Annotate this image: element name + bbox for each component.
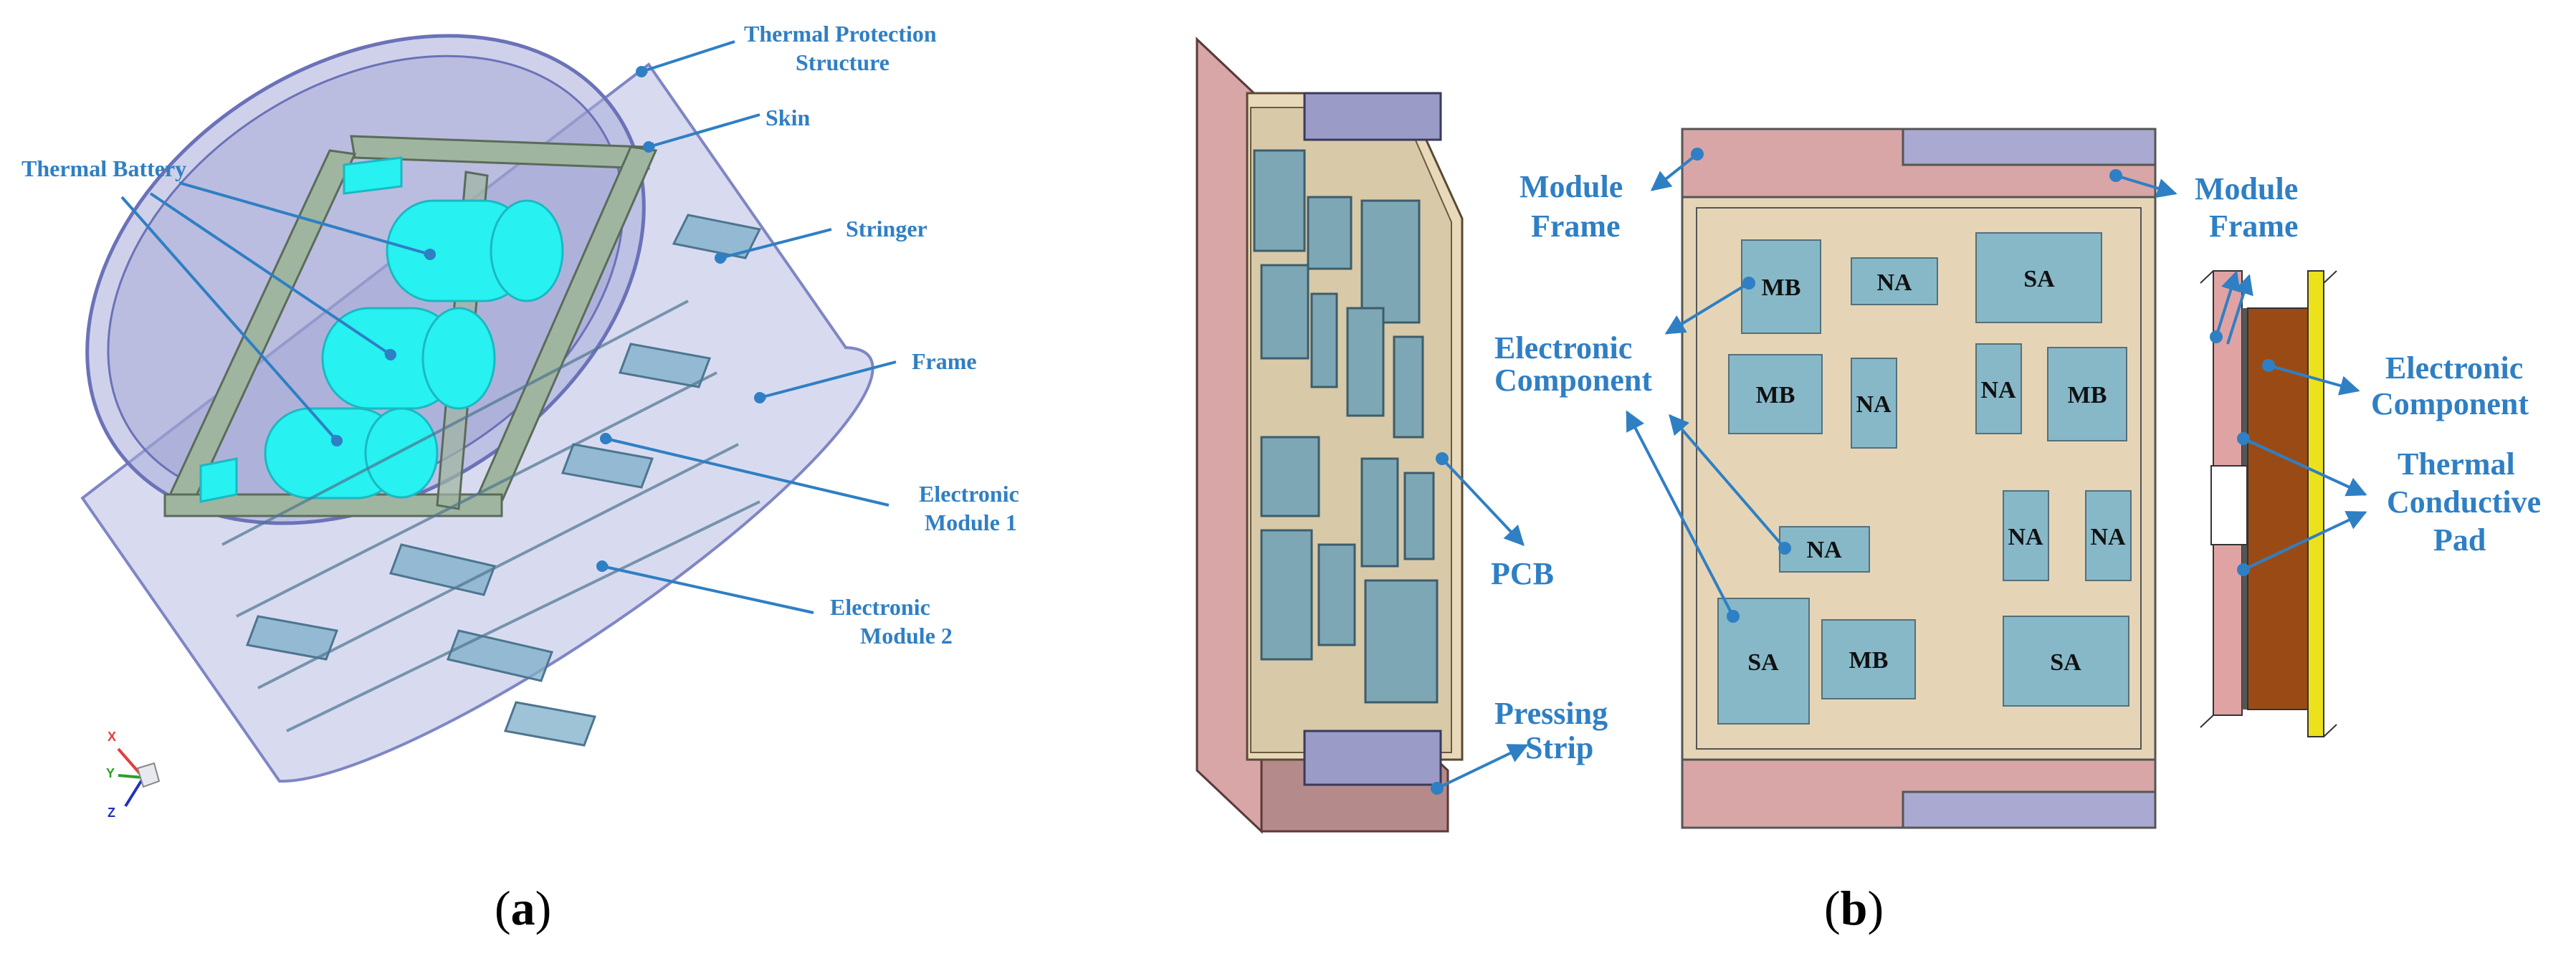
stringer-rails (221, 300, 760, 732)
component-label-na-2: NA (1856, 391, 1892, 418)
label-pressing-strip-line1: Pressing (1494, 696, 1608, 731)
component-mb-3 (2047, 347, 2127, 441)
caption-b: (b) (1824, 881, 1884, 935)
panel-b-module-3d: PCB Pressing Strip (1196, 37, 1608, 834)
electronic-modules (245, 214, 762, 747)
label-electronic-component-right-line2: Component (2371, 386, 2529, 421)
pressing-strip-top-view-top (1902, 128, 2157, 166)
pcb-3d-components (1253, 149, 1439, 704)
label-module-frame-left-line2: Frame (1531, 209, 1621, 244)
component-mb-1 (1741, 239, 1821, 334)
component-label-na-3: NA (1980, 377, 2016, 403)
label-electronic-module-2-line2: Module 2 (860, 623, 953, 649)
component-sa-3 (2003, 616, 2129, 707)
component-label-sa-2: SA (1747, 649, 1779, 676)
component-label-na-5: NA (2008, 524, 2043, 550)
label-pcb: PCB (1491, 556, 1554, 591)
label-module-frame-right-line2: Frame (2209, 209, 2299, 244)
component-na-6 (2085, 490, 2132, 581)
label-thermal-pad-line2: Conductive (2387, 484, 2541, 520)
panel-b-side-section: Module Frame Electronic Component Therma… (1824, 171, 2541, 935)
label-thermal-pad-line1: Thermal (2398, 446, 2515, 482)
label-frame: Frame (912, 348, 977, 374)
caption-a: (a) (495, 881, 551, 935)
label-pressing-strip-line2: Strip (1525, 730, 1593, 765)
panel-b-top-leaders (1626, 153, 2177, 617)
panel-b-3d-dots (1431, 452, 1449, 795)
board-component-labels: MB NA SA MB NA NA MB NA NA NA SA MB SA (1747, 266, 2126, 676)
axis-y-label: Y (106, 766, 115, 780)
board-components (1717, 232, 2132, 725)
label-electronic-component-left-line2: Component (1494, 363, 1652, 398)
label-skin: Skin (765, 105, 810, 130)
axis-x-label: X (108, 730, 116, 744)
pressing-strip-bottom (1303, 730, 1442, 786)
component-na-1 (1851, 257, 1938, 305)
component-label-sa-1: SA (2023, 266, 2055, 292)
panel-a-leader-dots (331, 66, 765, 572)
panel-a-leader-lines (120, 40, 897, 614)
component-label-sa-3: SA (2050, 649, 2081, 676)
pressing-strip-top-view-bottom (1902, 790, 2157, 829)
component-label-mb-4: MB (1849, 647, 1889, 674)
panel-b-side-dots (2210, 330, 2275, 576)
label-module-frame-right-line1: Module (2195, 171, 2298, 206)
label-electronic-module-1-line2: Module 1 (925, 510, 1017, 535)
label-thermal-protection-line1: Thermal Protection (744, 21, 937, 47)
axis-z-label: Z (108, 806, 115, 820)
panel-b-top-view: MB NA SA MB NA NA MB NA NA NA SA MB SA (1494, 128, 2177, 829)
axis-triad: X Y Z (106, 730, 161, 820)
label-electronic-component-left-line1: Electronic (1494, 330, 1632, 365)
component-na-2 (1851, 358, 1897, 449)
component-na-5 (2003, 490, 2049, 581)
panel-b-top-dots (1691, 148, 2122, 623)
component-sa-1 (1975, 232, 2102, 323)
component-mb-2 (1728, 354, 1823, 434)
panel-a: X Y Z Thermal Protection Structure Skin (22, 21, 1019, 935)
component-na-3 (1975, 343, 2022, 434)
label-electronic-component-right-line1: Electronic (2385, 350, 2523, 386)
component-label-mb-2: MB (1756, 382, 1795, 408)
pressing-strip-top (1303, 92, 1442, 141)
component-label-mb-3: MB (2068, 382, 2107, 408)
label-module-frame-left-line1: Module (1520, 169, 1623, 204)
panel-b-side-leaders (2215, 270, 2367, 571)
label-electronic-module-1-line1: Electronic (919, 481, 1019, 507)
label-thermal-battery: Thermal Battery (22, 156, 186, 181)
label-stringer: Stringer (846, 216, 927, 242)
label-thermal-protection-line2: Structure (796, 49, 889, 75)
component-label-mb-1: MB (1762, 274, 1801, 301)
label-electronic-module-2-line1: Electronic (830, 594, 930, 620)
component-label-na-4: NA (1806, 537, 1842, 563)
component-label-na-1: NA (1876, 269, 1912, 296)
label-thermal-pad-line3: Pad (2433, 522, 2486, 558)
thermal-pad-gap (2210, 465, 2248, 545)
outer-skin-section (2307, 270, 2324, 737)
component-mb-4 (1821, 619, 1916, 699)
panel-b-3d-leaders (1436, 457, 1529, 790)
component-label-na-6: NA (2090, 524, 2126, 550)
